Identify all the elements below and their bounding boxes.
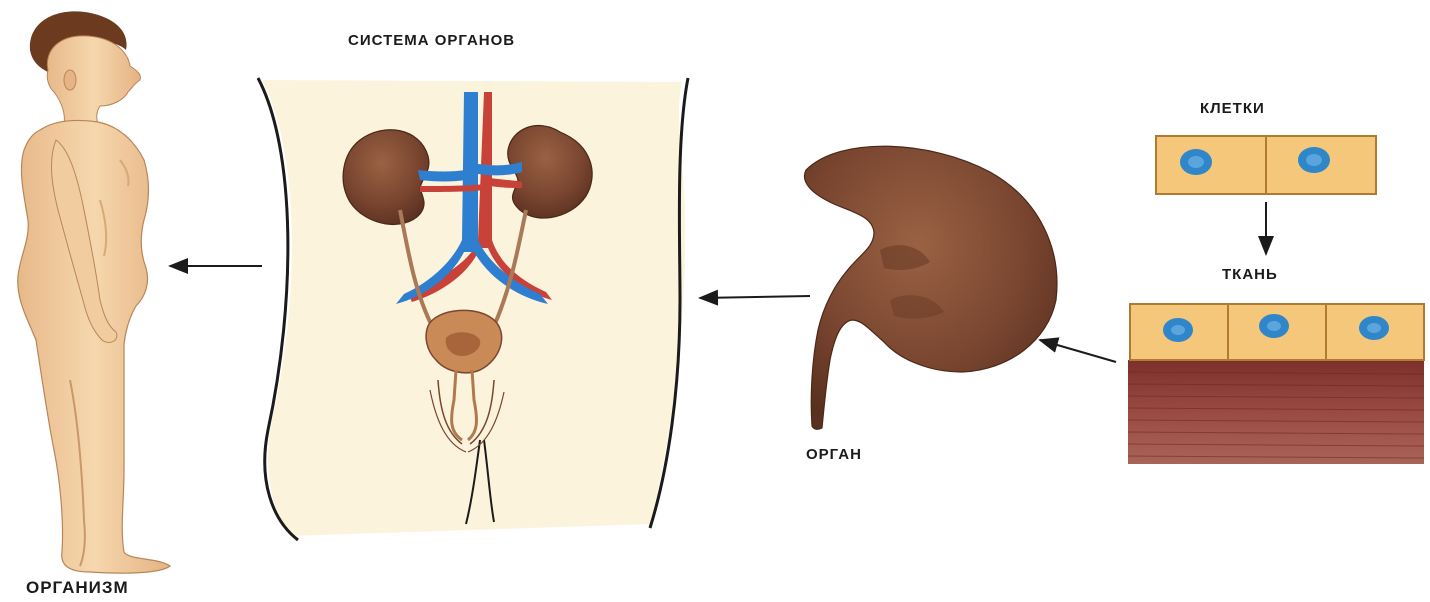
organ-system-illustration — [258, 78, 688, 540]
label-tissue: ТКАНЬ — [1222, 266, 1278, 283]
tissue-illustration — [1128, 304, 1424, 464]
arrow-organ-to-system — [700, 296, 810, 298]
human-figure — [18, 11, 170, 573]
kidney-organ — [804, 146, 1057, 429]
label-cells: КЛЕТКИ — [1200, 100, 1265, 117]
label-organ: ОРГАН — [806, 446, 862, 463]
cells-illustration — [1156, 136, 1376, 194]
label-organism: ОРГАНИЗМ — [26, 578, 129, 598]
label-organ-system: СИСТЕМА ОРГАНОВ — [348, 32, 515, 49]
arrow-tissue-to-organ — [1040, 340, 1116, 362]
